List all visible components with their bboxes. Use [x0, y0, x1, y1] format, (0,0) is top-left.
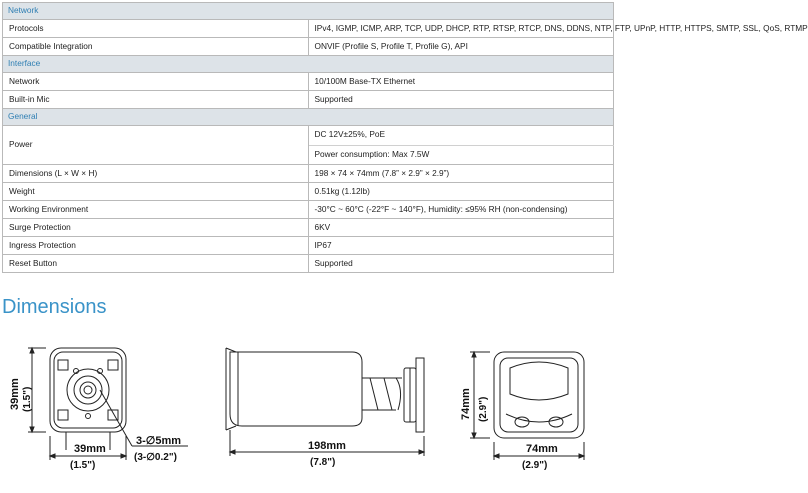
spec-value: 10/100M Base-TX Ethernet	[307, 72, 614, 91]
spec-label: Compatible Integration	[2, 37, 309, 56]
spec-value: ONVIF (Profile S, Profile T, Profile G),…	[307, 37, 614, 56]
section-title: Interface	[2, 55, 614, 73]
back-width-in: (2.9")	[522, 460, 547, 471]
spec-value: Power consumption: Max 7.5W	[307, 144, 614, 165]
length-mm: 198mm	[308, 440, 346, 452]
spec-label: Protocols	[2, 19, 309, 38]
hole-mm: 3-∅5mm	[136, 435, 181, 447]
spec-row-compatible-integration: Compatible Integration ONVIF (Profile S,…	[2, 37, 614, 56]
section-header-general: General	[2, 108, 614, 126]
spec-label: Dimensions (L × W × H)	[2, 164, 309, 183]
spec-value: 6KV	[307, 218, 614, 237]
spec-value: Supported	[307, 254, 614, 273]
spec-label: Reset Button	[2, 254, 309, 273]
dimension-drawings: 39mm (1.5") 39mm (1.5") 3-∅5mm (3-∅0.2")…	[9, 346, 586, 471]
spec-label: Network	[2, 72, 309, 91]
spec-label: Ingress Protection	[2, 236, 309, 255]
spec-row-working-environment: Working Environment -30°C ~ 60°C (-22°F …	[2, 200, 614, 219]
front-width-in: (1.5")	[70, 460, 95, 471]
spec-row-weight: Weight 0.51kg (1.12lb)	[2, 182, 614, 201]
spec-row-network: Network 10/100M Base-TX Ethernet	[2, 72, 614, 91]
front-view-drawing	[28, 346, 188, 460]
back-height-mm: 74mm	[460, 388, 472, 420]
spec-row-power: Power DC 12V±25%, PoE	[2, 125, 614, 165]
spec-label: Built-in Mic	[2, 90, 309, 109]
front-height-mm: 39mm	[9, 378, 21, 410]
back-width-mm: 74mm	[526, 443, 558, 455]
front-height-in: (1.5")	[22, 387, 33, 412]
section-header-network: Network	[2, 2, 614, 20]
spec-value: 0.51kg (1.12lb)	[307, 182, 614, 201]
spec-value: 198 × 74 × 74mm (7.8” × 2.9” × 2.9”)	[307, 164, 614, 183]
section-header-interface: Interface	[2, 55, 614, 73]
spec-row-protocols: Protocols IPv4, IGMP, ICMP, ARP, TCP, UD…	[2, 19, 808, 38]
section-title: General	[2, 108, 614, 126]
hole-in: (3-∅0.2")	[134, 452, 177, 463]
spec-value: -30°C ~ 60°C (-22°F ~ 140°F), Humidity: …	[307, 200, 614, 219]
side-view-drawing	[225, 347, 426, 456]
length-in: (7.8")	[310, 457, 335, 468]
spec-label: Weight	[2, 182, 309, 201]
spec-value: DC 12V±25%, PoE	[307, 125, 614, 146]
back-view-drawing	[470, 350, 586, 460]
spec-label: Working Environment	[2, 200, 309, 219]
spec-row-ingress-protection: Ingress Protection IP67	[2, 236, 614, 255]
spec-row-reset-button: Reset Button Supported	[2, 254, 614, 273]
spec-row-dimensions: Dimensions (L × W × H) 198 × 74 × 74mm (…	[2, 164, 614, 183]
spec-value: IP67	[307, 236, 614, 255]
front-width-mm: 39mm	[74, 443, 106, 455]
dimensions-heading: Dimensions	[2, 296, 107, 318]
spec-label: Power	[2, 125, 309, 165]
spec-row-built-in-mic: Built-in Mic Supported	[2, 90, 614, 109]
spec-label: Surge Protection	[2, 218, 309, 237]
spec-value: Supported	[307, 90, 614, 109]
spec-row-surge-protection: Surge Protection 6KV	[2, 218, 614, 237]
back-height-in: (2.9")	[478, 397, 489, 422]
spec-table: Network Protocols IPv4, IGMP, ICMP, ARP,…	[2, 2, 808, 273]
spec-value: IPv4, IGMP, ICMP, ARP, TCP, UDP, DHCP, R…	[307, 19, 808, 38]
section-title: Network	[2, 2, 614, 20]
